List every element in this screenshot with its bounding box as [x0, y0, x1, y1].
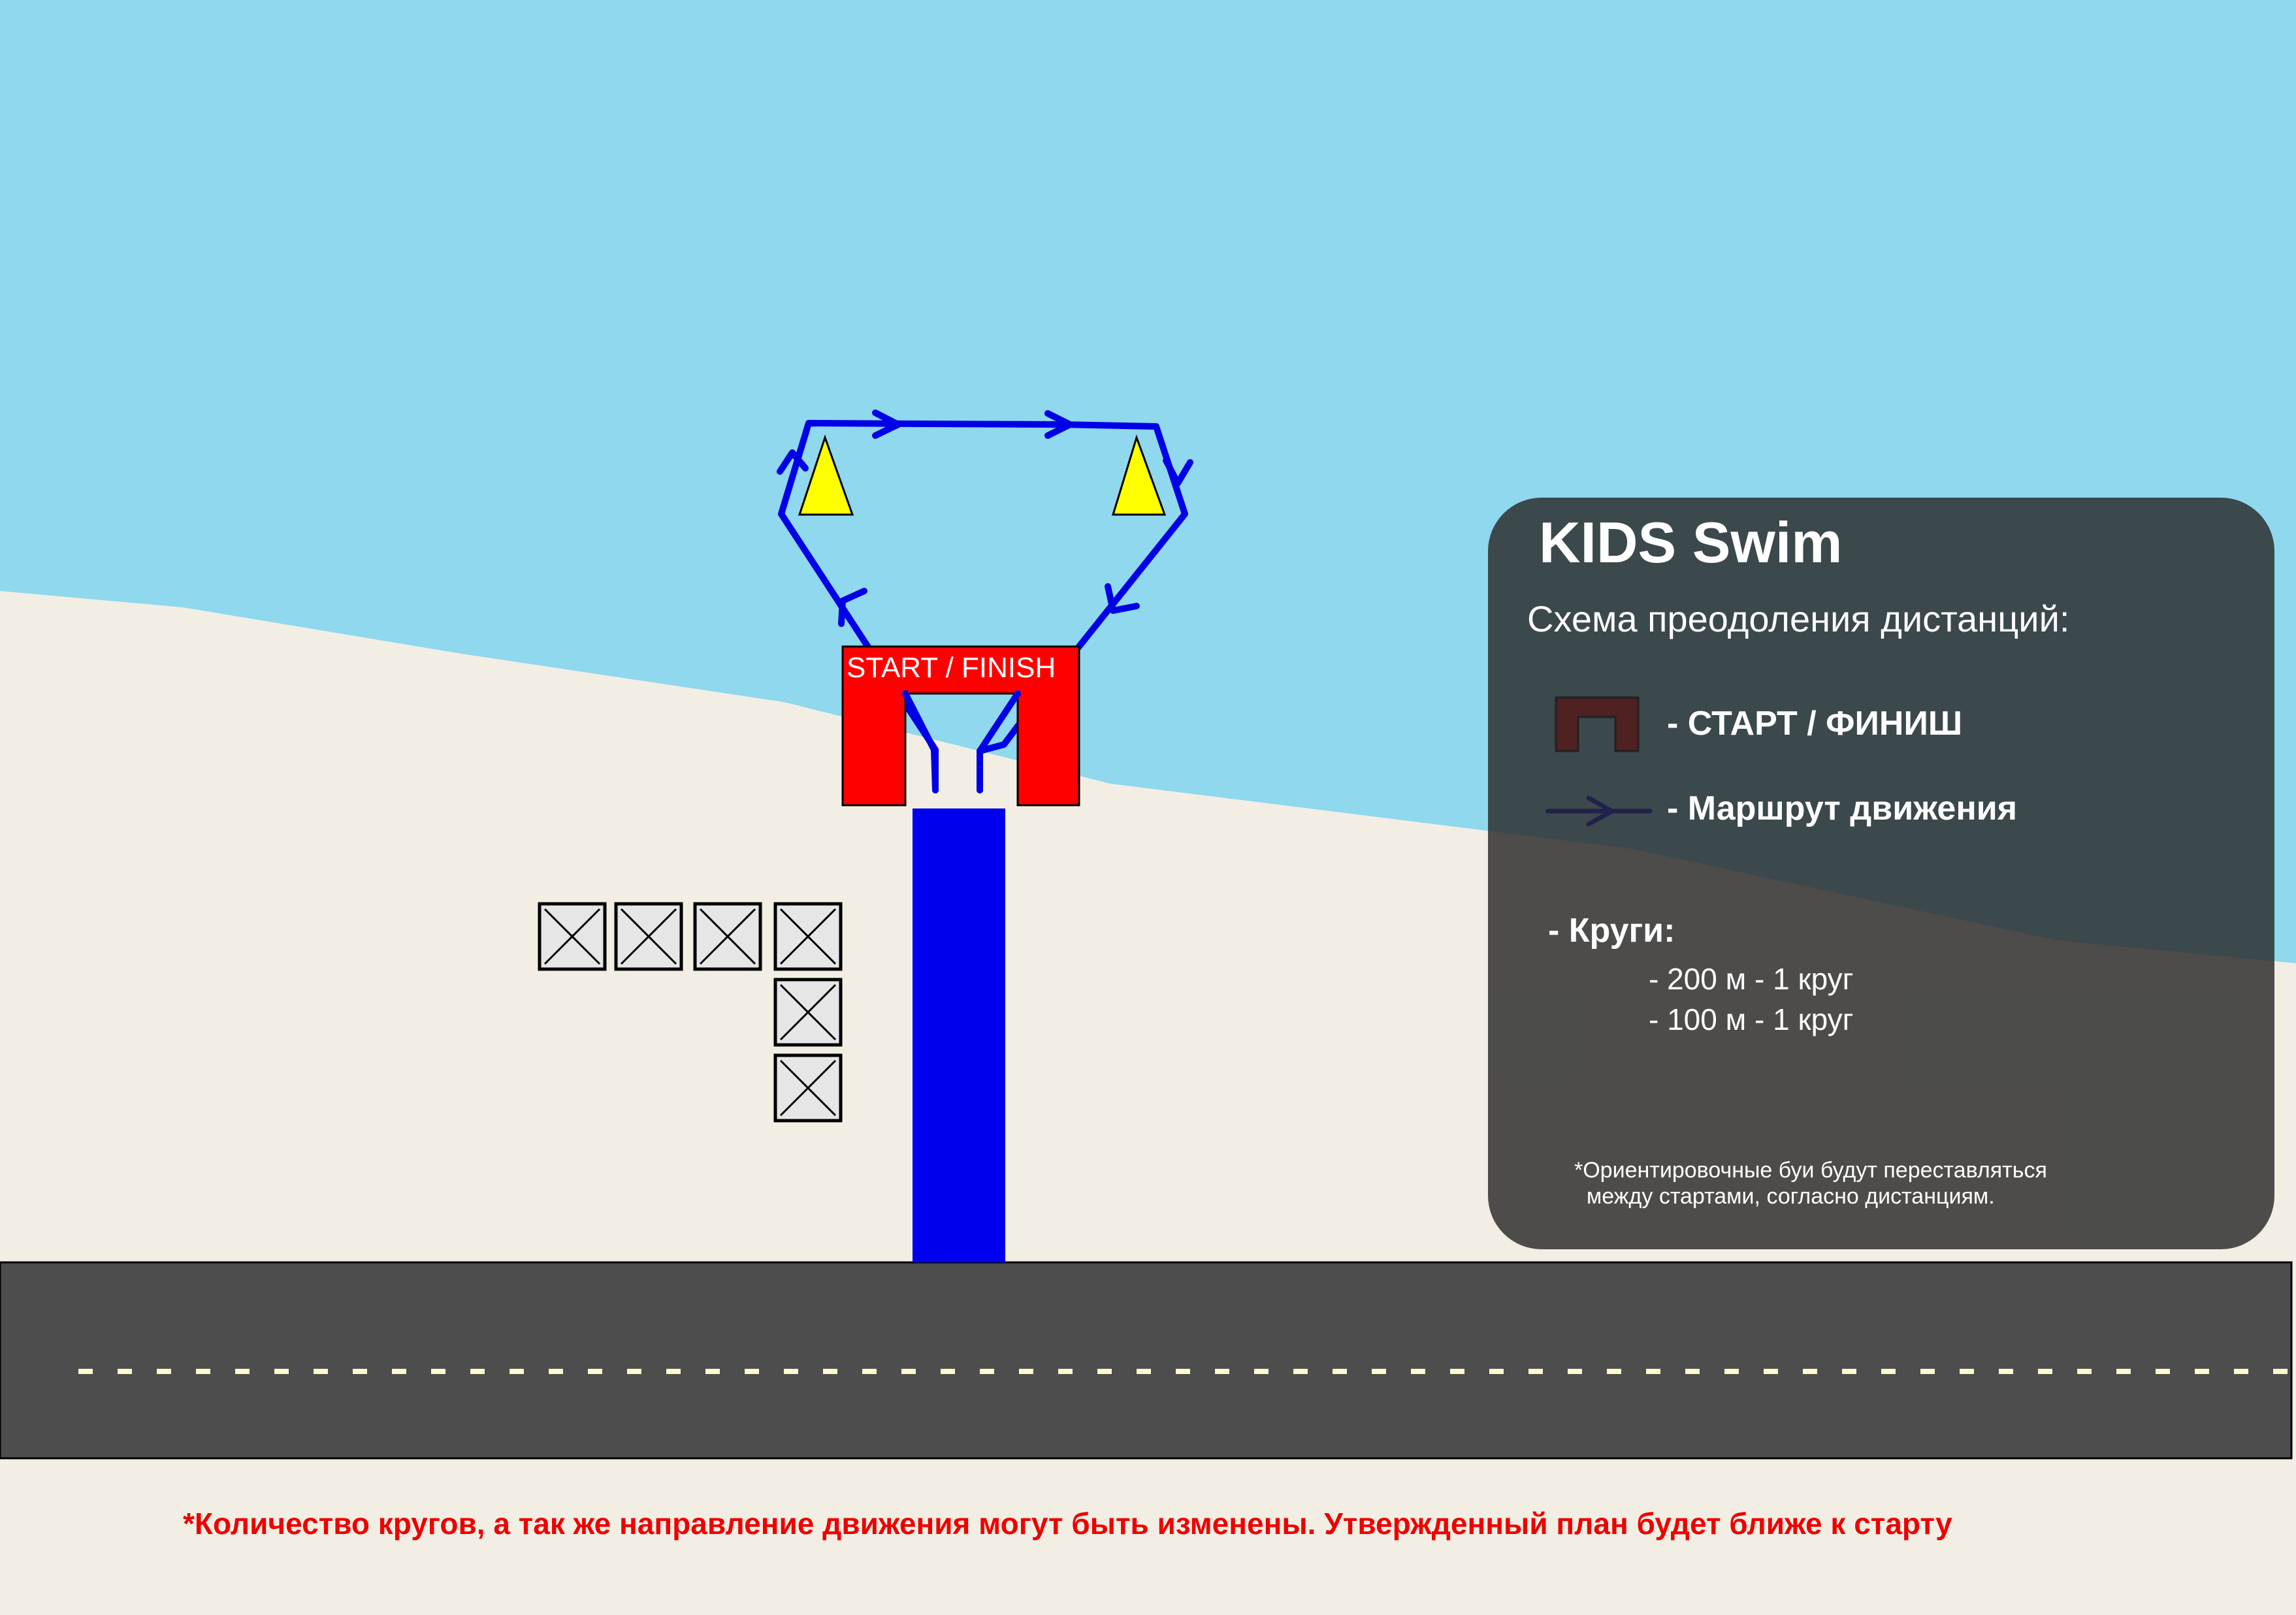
tent-icon [538, 902, 607, 971]
tent-icon [614, 902, 683, 971]
legend-start-finish-label: - СТАРТ / ФИНИШ [1667, 705, 1963, 743]
buoy-right-icon [1111, 434, 1167, 516]
pier [913, 808, 1005, 1262]
road [0, 1261, 2293, 1460]
legend-lap-item: - 200 м - 1 круг [1649, 962, 1854, 996]
tent-icon [773, 1053, 843, 1123]
legend-laps-heading: - Круги: [1548, 912, 1675, 950]
legend-lap-item: - 100 м - 1 круг [1649, 1002, 1854, 1036]
tent-icon [773, 978, 843, 1047]
tent-icon [773, 902, 843, 971]
legend-route-label: - Маршрут движения [1667, 790, 2018, 827]
start-finish-label: START / FINISH [847, 652, 1056, 684]
footer-note: *Количество кругов, а так же направление… [183, 1507, 1952, 1541]
tent-group [538, 902, 843, 1123]
legend-subtitle: Схема преодоления дистанций: [1527, 598, 2070, 639]
tent-icon [693, 902, 762, 971]
legend-buoy-note: *Ориентировочные буи будут переставлятьс… [1574, 1158, 2047, 1209]
buoy-left-icon [798, 434, 854, 516]
legend-title: KIDS Swim [1539, 510, 1843, 575]
legend-panel [1488, 498, 2274, 1249]
swim-route [777, 409, 1193, 793]
